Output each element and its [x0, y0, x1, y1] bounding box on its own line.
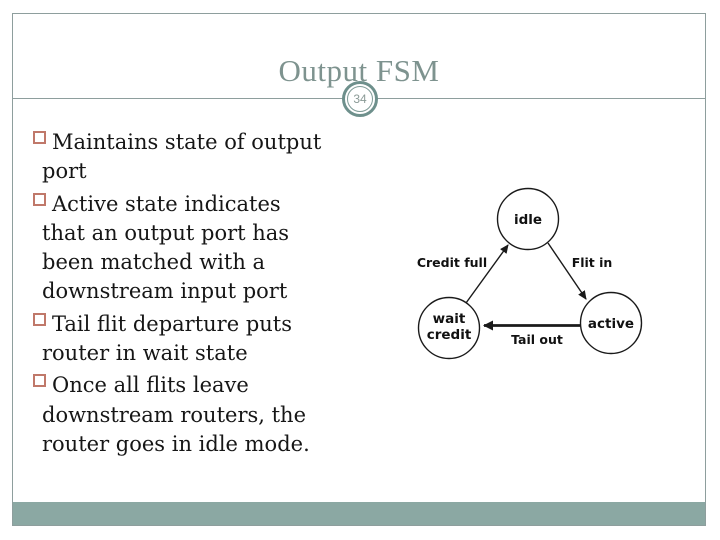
transition-arrow-credit-full — [465, 244, 509, 304]
bullet-item: Maintains state of output port — [33, 128, 378, 187]
state-idle-label: idle — [514, 212, 542, 228]
transition-arrow-flit-in — [547, 242, 587, 300]
bullet-text: Maintains state of output — [52, 130, 322, 154]
bullet-square-icon — [33, 192, 46, 206]
state-active — [579, 291, 643, 355]
bullet-item: Tail flit departure puts router in wait … — [33, 310, 378, 369]
bullet-text: Tail flit departure puts — [52, 311, 293, 336]
bullet-text: Once all flits leave — [52, 373, 249, 398]
page-number-ring: 34 — [347, 86, 373, 112]
bullet-text: been matched with a — [42, 250, 266, 275]
bullet-text: downstream input port — [42, 279, 288, 304]
bullet-text: port — [42, 159, 87, 184]
bullet-item: Once all flits leave downstream routers,… — [33, 371, 378, 459]
bullet-text: downstream routers, the — [42, 402, 307, 427]
state-wait-credit-label-line2: credit — [427, 327, 472, 343]
page-number-badge: 34 — [342, 81, 378, 117]
bullet-square-icon — [33, 312, 46, 326]
state-active-label: active — [588, 316, 634, 332]
fsm-diagram: idle wait credit active Credit full Flit… — [417, 187, 643, 360]
transition-label-flit-in: Flit in — [572, 255, 613, 270]
bullet-text: that an output port has — [42, 220, 290, 245]
bullet-line: Maintains state of output — [33, 128, 378, 157]
bullet-line: Once all flits leave — [33, 371, 378, 400]
state-idle — [496, 187, 560, 251]
transition-label-tail-out: Tail out — [511, 332, 563, 347]
bullet-text: Active state indicates — [52, 191, 281, 216]
bullet-text: router goes in idle mode. — [42, 431, 310, 456]
bottom-accent-bar — [13, 502, 705, 525]
bullet-square-icon — [33, 374, 46, 388]
bullet-line: Tail flit departure puts — [33, 310, 378, 339]
transition-label-credit-full: Credit full — [417, 255, 487, 270]
page-number: 34 — [353, 92, 367, 106]
bullet-line: Active state indicates — [33, 190, 378, 219]
bullet-square-icon — [33, 131, 46, 144]
state-wait-credit-label-line1: wait — [433, 311, 466, 327]
bullet-text: router in wait state — [42, 341, 248, 366]
state-wait-credit — [417, 296, 481, 360]
bullet-list: Maintains state of output port Active st… — [33, 128, 378, 459]
bullet-item: Active state indicates that an output po… — [33, 190, 378, 307]
